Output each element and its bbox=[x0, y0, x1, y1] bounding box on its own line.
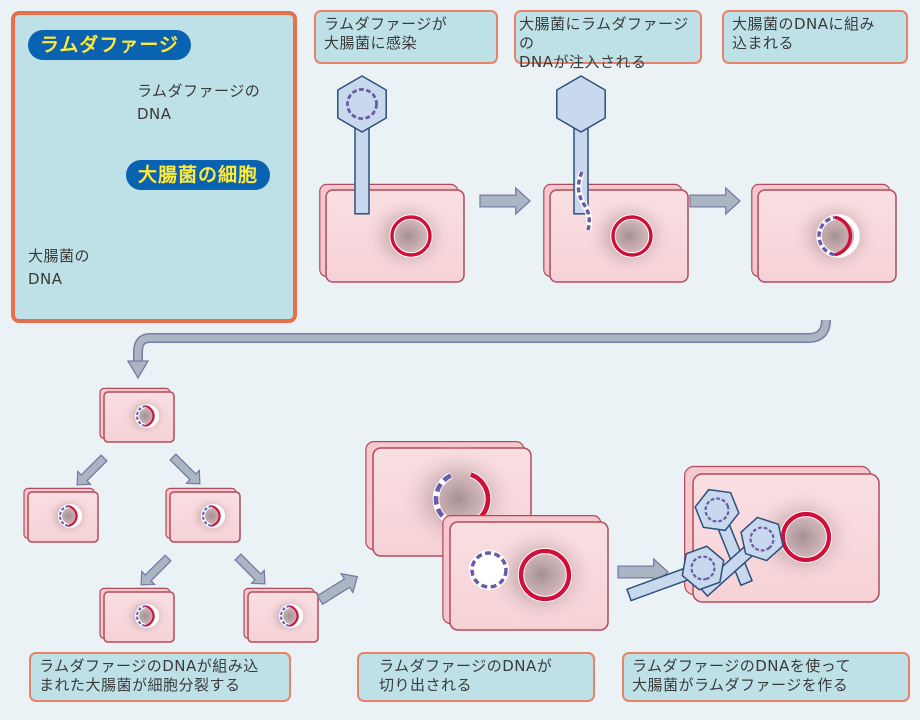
ecoli-dna-ring bbox=[611, 215, 653, 257]
phage-tail bbox=[354, 127, 370, 215]
phage-dna-ring bbox=[749, 526, 775, 552]
division-cell-bottom-left bbox=[99, 587, 175, 643]
phage-head bbox=[740, 516, 784, 562]
phage-dna-integrated-arc bbox=[136, 605, 146, 627]
step-3-cell bbox=[751, 183, 897, 283]
phage-dna-integrated-arc bbox=[280, 605, 290, 627]
phage-dna-ring bbox=[690, 555, 716, 581]
nucleoid-shadow bbox=[791, 196, 879, 276]
phage-head bbox=[694, 488, 740, 532]
step-2-caption: 大腸菌にラムダファージの DNAが注入される bbox=[514, 10, 702, 71]
division-cell-parent bbox=[99, 387, 175, 443]
phage-dna-integrated-arc bbox=[59, 505, 69, 527]
excised-phage-dna-ring bbox=[470, 551, 508, 589]
nucleoid-shadow bbox=[122, 395, 169, 437]
step-2-cell bbox=[543, 183, 689, 283]
step-3-caption: 大腸菌のDNAに組み 込まれる bbox=[722, 10, 908, 64]
step-5-cell-front bbox=[442, 515, 609, 631]
arrow-shape bbox=[234, 553, 266, 585]
step-5-caption: ラムダファージのDNAが 切り出される bbox=[357, 652, 595, 702]
ecoli-dna-arc bbox=[834, 215, 853, 257]
arrow-step-1-to-2 bbox=[479, 186, 531, 216]
step-6-caption: ラムダファージのDNAを使って 大腸菌がラムダファージを作る bbox=[622, 652, 910, 702]
injected-phage-dna bbox=[576, 171, 591, 231]
nucleoid-shadow bbox=[486, 524, 597, 626]
arrow-head bbox=[126, 360, 150, 380]
phage-dna-ring bbox=[346, 88, 378, 120]
division-cell-bottom-right bbox=[243, 587, 319, 643]
step-4-caption: ラムダファージのDNAが組み込 まれた大腸菌が細胞分裂する bbox=[29, 652, 291, 702]
nucleoid-shadow bbox=[266, 595, 313, 637]
step-1-cell bbox=[319, 183, 465, 283]
arrow-shape bbox=[316, 572, 359, 606]
step-1-caption: ラムダファージが 大腸菌に感染 bbox=[314, 10, 498, 64]
division-cell-right bbox=[165, 487, 241, 543]
ecoli-dna-arc bbox=[288, 605, 299, 627]
phage-dna-integrated-arc bbox=[817, 215, 836, 257]
arrow-division-left bbox=[76, 454, 108, 486]
ecoli-dna-ring bbox=[518, 548, 572, 602]
phage-head bbox=[337, 75, 387, 133]
arrow-shape bbox=[76, 454, 108, 486]
arrow-step-3-to-4 bbox=[126, 319, 831, 380]
phage-dna-integrated-arc bbox=[202, 505, 212, 527]
phage-dna-integrated-arc bbox=[136, 405, 146, 427]
ecoli-dna-arc bbox=[210, 505, 221, 527]
arrow-step-2-to-3 bbox=[689, 186, 741, 216]
nucleoid-shadow bbox=[188, 495, 235, 537]
cell-title-badge: 大腸菌の細胞 bbox=[126, 160, 271, 190]
arrow-shape bbox=[689, 186, 741, 216]
arrow-shape bbox=[169, 453, 201, 485]
phage-dna-ring bbox=[704, 497, 730, 523]
nucleoid-shadow bbox=[45, 495, 92, 537]
nucleoid-shadow bbox=[122, 595, 169, 637]
arrow-division-right-2 bbox=[234, 553, 266, 585]
phage-head bbox=[556, 75, 606, 133]
phage-dna-label: ラムダファージの DNA bbox=[137, 82, 261, 123]
ecoli-dna-arc bbox=[67, 505, 78, 527]
arrow-shape bbox=[140, 554, 172, 586]
ecoli-dna-ring bbox=[780, 511, 832, 563]
progeny-phage-3 bbox=[626, 545, 725, 602]
ecoli-dna-arc bbox=[144, 605, 155, 627]
arrow-shape bbox=[479, 186, 531, 216]
arrow-division-right bbox=[169, 453, 201, 485]
step-1-phage bbox=[337, 75, 387, 215]
division-cell-left bbox=[23, 487, 99, 543]
ecoli-dna-ring bbox=[390, 215, 432, 257]
ecoli-dna-label: 大腸菌の DNA bbox=[28, 247, 91, 288]
arrow-shaft bbox=[134, 319, 830, 362]
arrow-step-4-to-5 bbox=[316, 572, 359, 606]
phage-title-badge: ラムダファージ bbox=[28, 30, 192, 60]
arrow-division-left-2 bbox=[140, 554, 172, 586]
nucleoid-shadow bbox=[749, 488, 856, 586]
phage-head bbox=[681, 545, 725, 591]
ecoli-dna-arc bbox=[144, 405, 155, 427]
nucleoid-shadow bbox=[585, 196, 673, 276]
nucleoid-shadow bbox=[364, 196, 452, 276]
